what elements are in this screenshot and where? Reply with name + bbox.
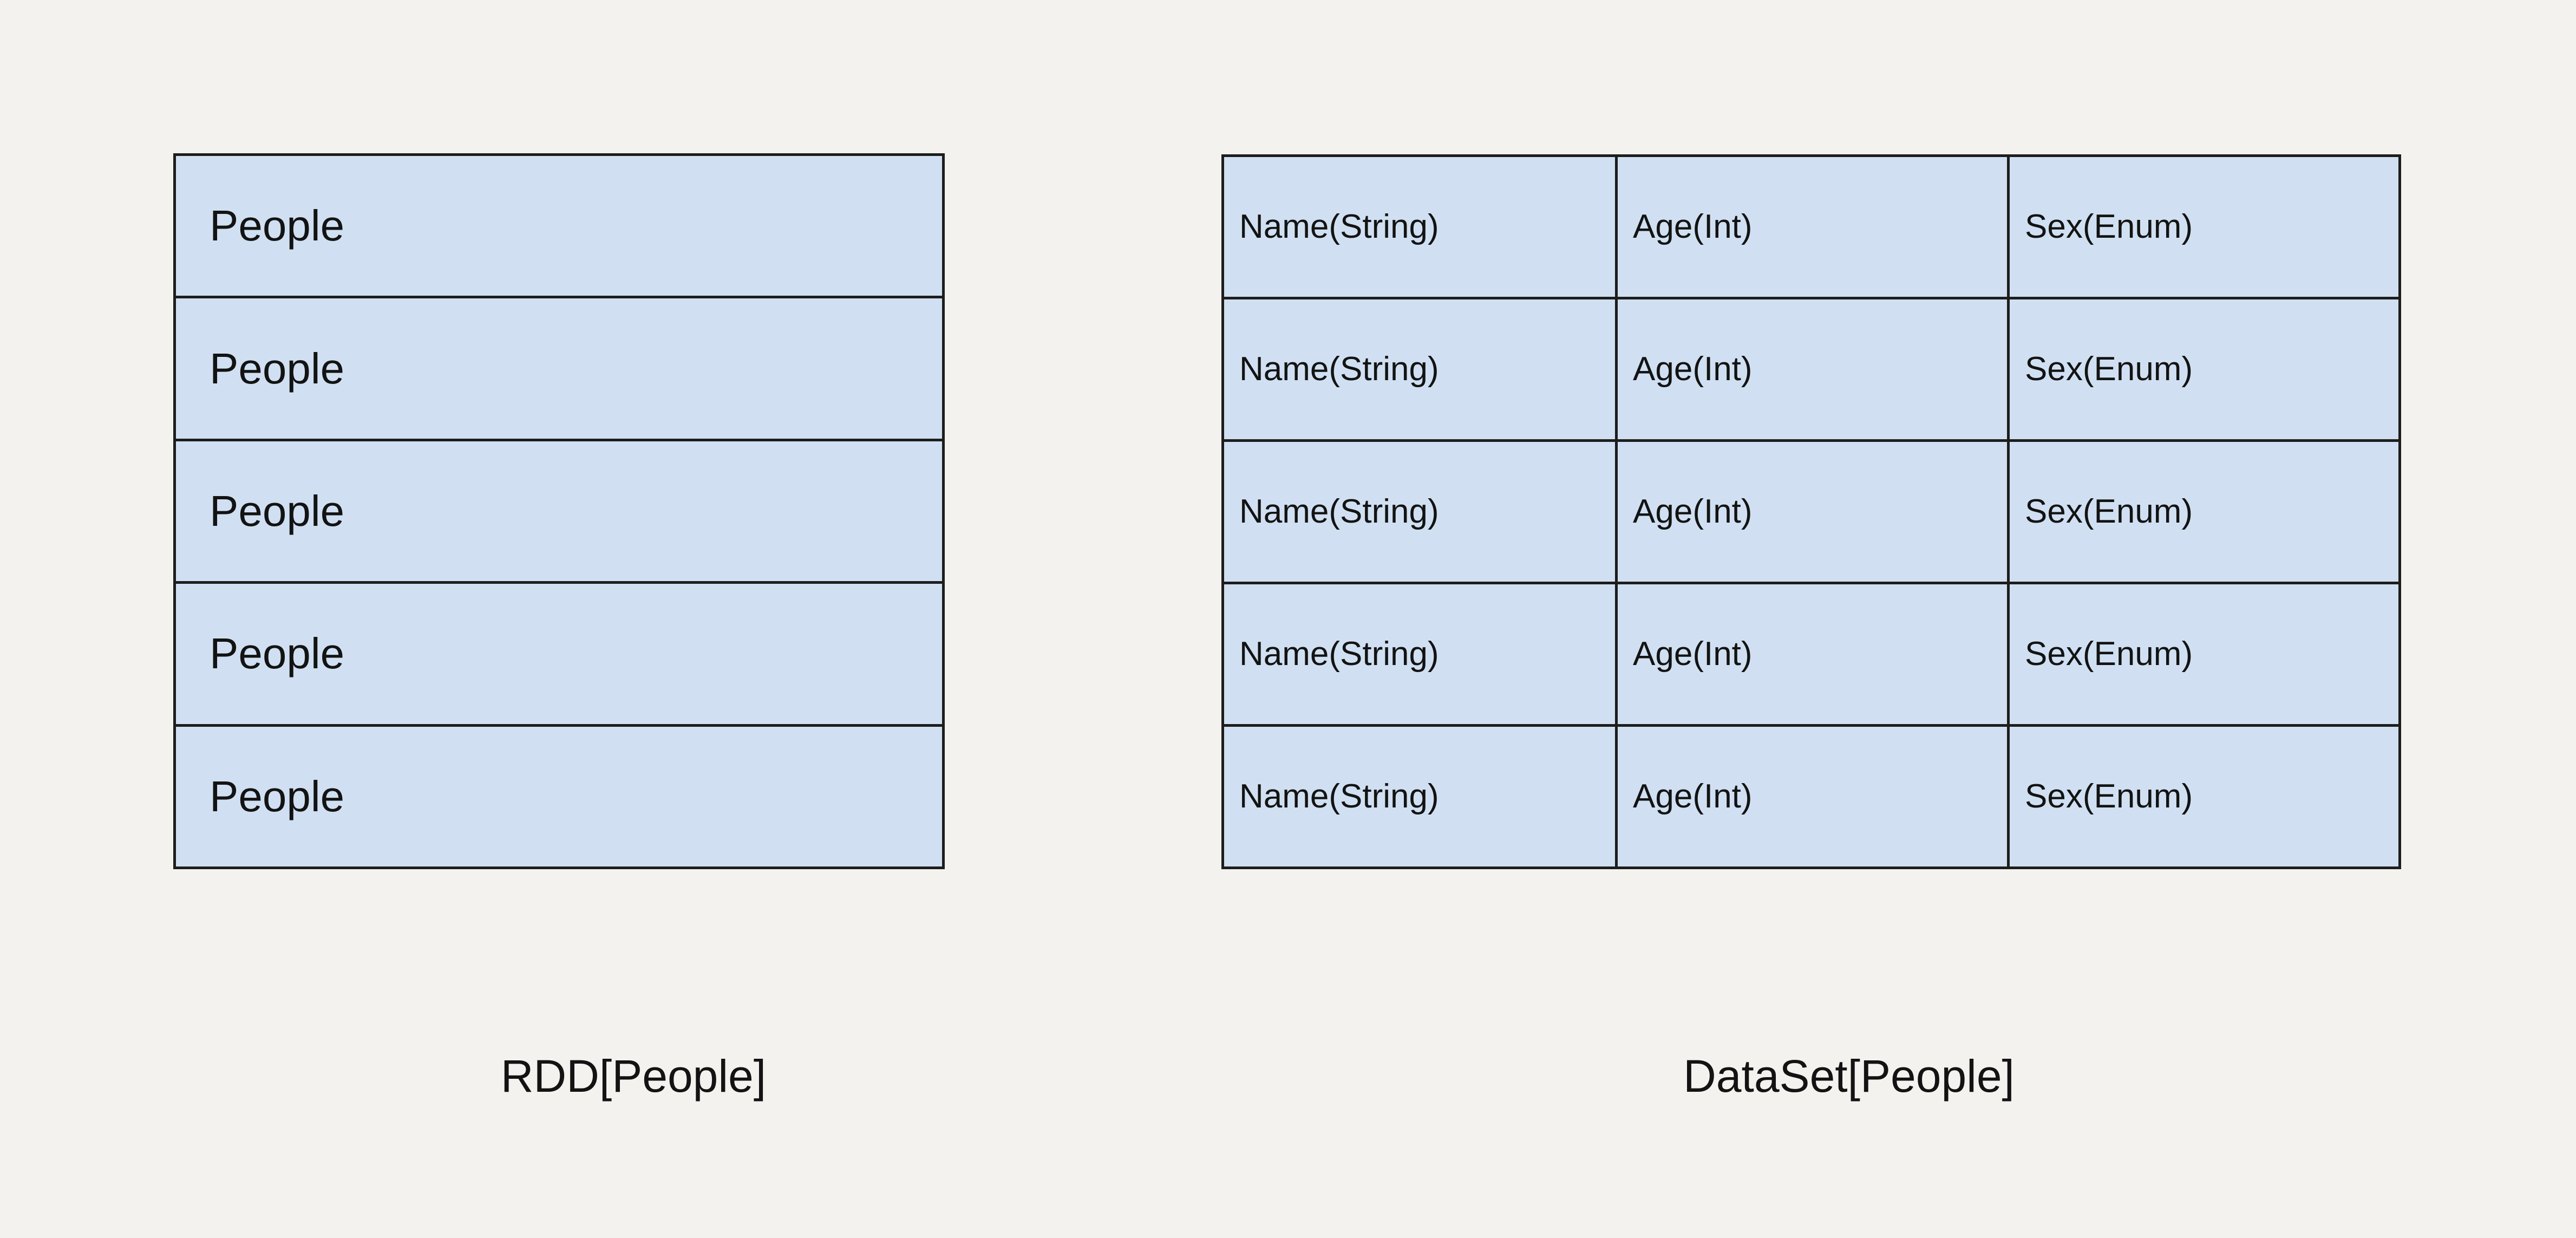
dataset-cell-label: Age(Int) [1633,208,1753,245]
dataset-cell-name: Name(String) [1224,157,1618,297]
dataset-cell-sex: Sex(Enum) [2010,157,2398,297]
rdd-caption: RDD[People] [500,1051,767,1102]
dataset-cell-name: Name(String) [1224,299,1618,439]
dataset-cell-name: Name(String) [1224,727,1618,866]
dataset-table-row: Name(String) Age(Int) Sex(Enum) [1224,584,2398,727]
dataset-cell-label: Age(Int) [1633,493,1753,530]
dataset-cell-sex: Sex(Enum) [2010,442,2398,582]
dataset-caption: DataSet[People] [1683,1051,2015,1102]
dataset-cell-label: Name(String) [1239,778,1439,815]
dataset-cell-label: Sex(Enum) [2025,208,2193,245]
dataset-cell-age: Age(Int) [1618,727,2010,866]
dataset-cell-label: Name(String) [1239,208,1439,245]
dataset-cell-age: Age(Int) [1618,584,2010,724]
rdd-row: People [176,156,942,299]
dataset-cell-label: Sex(Enum) [2025,635,2193,673]
dataset-cell-age: Age(Int) [1618,442,2010,582]
dataset-table-row: Name(String) Age(Int) Sex(Enum) [1224,727,2398,866]
dataset-cell-sex: Sex(Enum) [2010,727,2398,866]
rdd-row: People [176,726,942,867]
rdd-row-label: People [210,344,345,393]
dataset-cell-label: Sex(Enum) [2025,493,2193,530]
rdd-row: People [176,298,942,441]
rdd-row-label: People [210,201,345,250]
dataset-table-row: Name(String) Age(Int) Sex(Enum) [1224,442,2398,584]
dataset-cell-label: Name(String) [1239,493,1439,530]
dataset-people-table: Name(String) Age(Int) Sex(Enum) Name(Str… [1221,154,2401,869]
dataset-cell-label: Sex(Enum) [2025,350,2193,388]
rdd-row-label: People [210,629,345,678]
dataset-cell-age: Age(Int) [1618,157,2010,297]
dataset-cell-sex: Sex(Enum) [2010,299,2398,439]
dataset-cell-age: Age(Int) [1618,299,2010,439]
dataset-cell-label: Age(Int) [1633,350,1753,388]
dataset-cell-label: Name(String) [1239,635,1439,673]
dataset-cell-label: Sex(Enum) [2025,778,2193,815]
rdd-people-stack: People People People People People [173,153,945,869]
dataset-table-row: Name(String) Age(Int) Sex(Enum) [1224,299,2398,442]
dataset-cell-label: Age(Int) [1633,778,1753,815]
dataset-cell-name: Name(String) [1224,584,1618,724]
dataset-cell-label: Name(String) [1239,350,1439,388]
dataset-cell-name: Name(String) [1224,442,1618,582]
dataset-cell-label: Age(Int) [1633,635,1753,673]
dataset-cell-sex: Sex(Enum) [2010,584,2398,724]
rdd-row: People [176,584,942,727]
rdd-row-label: People [210,487,345,536]
dataset-table-row: Name(String) Age(Int) Sex(Enum) [1224,157,2398,299]
rdd-row: People [176,441,942,584]
rdd-row-label: People [210,772,345,820]
